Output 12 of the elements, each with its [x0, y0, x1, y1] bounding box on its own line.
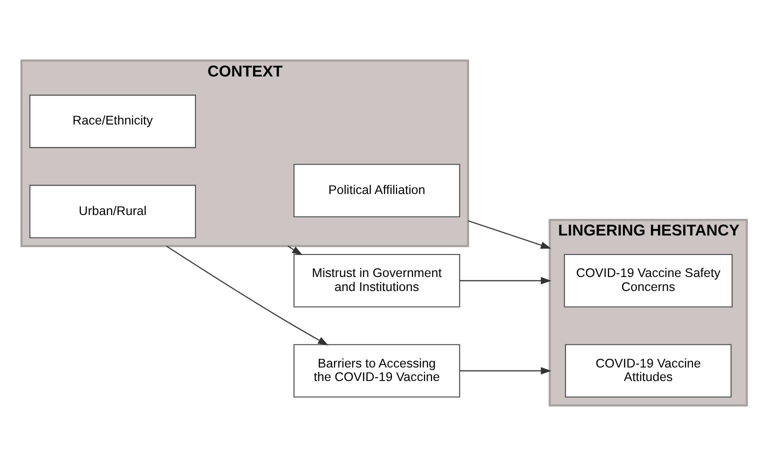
arrow — [166, 245, 328, 345]
node-box: Political Affiliation — [293, 163, 460, 217]
arrow — [460, 276, 552, 284]
node-box: Mistrust in Government and Institutions — [293, 253, 460, 307]
node-box: Barriers to Accessing the COVID-19 Vaccine — [293, 344, 460, 398]
arrow — [468, 220, 552, 248]
node-box: Urban/Rural — [29, 184, 196, 238]
node-box: Race/Ethnicity — [29, 94, 196, 148]
node-box: COVID-19 Vaccine Attitudes — [564, 344, 732, 398]
node-box: COVID-19 Vaccine Safety Concerns — [564, 253, 733, 307]
arrow — [460, 366, 552, 374]
arrow — [288, 245, 303, 255]
